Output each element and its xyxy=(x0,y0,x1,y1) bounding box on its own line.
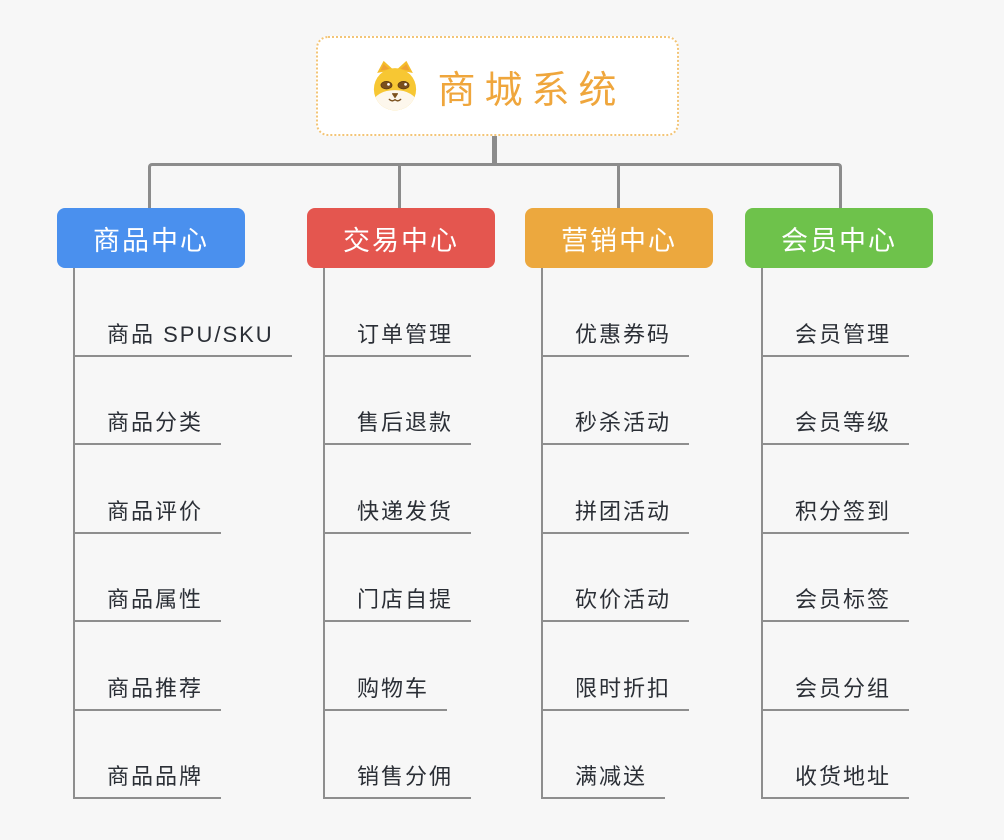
child-topic[interactable]: 会员标签 xyxy=(763,534,910,622)
root-node-title: 商城系统 xyxy=(437,69,626,112)
child-topic[interactable]: 优惠券码 xyxy=(543,268,690,357)
branch-trade-center: 交易中心 订单管理 售后退款 快递发货 门店自提 购物车 销售分佣 xyxy=(307,208,495,799)
child-topic-label: 会员分组 xyxy=(795,675,892,701)
branch-header-product-center[interactable]: 商品中心 xyxy=(57,208,245,268)
child-topic[interactable]: 商品属性 xyxy=(75,534,222,622)
child-topic[interactable]: 快递发货 xyxy=(325,445,472,534)
child-topic[interactable]: 会员管理 xyxy=(763,268,910,357)
child-topic-label: 砍价活动 xyxy=(575,587,672,612)
child-topic-label: 快递发货 xyxy=(357,498,454,524)
connector-drop xyxy=(617,166,620,208)
child-topic[interactable]: 订单管理 xyxy=(325,268,472,357)
child-topic-label: 秒杀活动 xyxy=(575,410,672,435)
child-topic[interactable]: 门店自提 xyxy=(325,534,472,622)
branch-marketing-center: 营销中心 优惠券码 秒杀活动 拼团活动 砍价活动 限时折扣 满减送 xyxy=(525,208,713,799)
child-topic[interactable]: 商品品牌 xyxy=(75,711,222,799)
branch-product-center: 商品中心 商品 SPU/SKU 商品分类 商品评价 商品属性 商品推荐 商品品牌 xyxy=(57,208,292,799)
child-topic[interactable]: 收货地址 xyxy=(763,711,910,799)
connector-drop xyxy=(398,166,401,208)
branch-header-trade-center[interactable]: 交易中心 xyxy=(307,208,495,268)
child-topic-label: 拼团活动 xyxy=(575,498,672,524)
child-topic-label: 售后退款 xyxy=(357,410,454,435)
child-topic-label: 商品分类 xyxy=(107,410,204,435)
child-topic[interactable]: 拼团活动 xyxy=(543,445,690,534)
child-topic-label: 优惠券码 xyxy=(575,321,672,347)
child-topic[interactable]: 销售分佣 xyxy=(325,711,472,799)
child-topic-label: 商品属性 xyxy=(107,587,204,612)
child-topic-label: 收货地址 xyxy=(795,764,892,789)
child-topic[interactable]: 商品 SPU/SKU xyxy=(75,268,292,357)
child-topic[interactable]: 售后退款 xyxy=(325,357,472,445)
child-topic-label: 商品 SPU/SKU xyxy=(107,321,274,347)
child-topic-label: 订单管理 xyxy=(357,321,454,347)
child-topic[interactable]: 积分签到 xyxy=(763,445,910,534)
child-topic-label: 会员管理 xyxy=(795,321,892,347)
branch-children-product-center: 商品 SPU/SKU 商品分类 商品评价 商品属性 商品推荐 商品品牌 xyxy=(73,268,292,799)
child-topic-label: 会员标签 xyxy=(795,587,892,612)
child-topic-label: 商品品牌 xyxy=(107,764,204,789)
child-topic[interactable]: 购物车 xyxy=(325,622,448,711)
branch-member-center: 会员中心 会员管理 会员等级 积分签到 会员标签 会员分组 收货地址 xyxy=(745,208,933,799)
root-node[interactable]: 商城系统 xyxy=(316,36,679,136)
child-topic[interactable]: 限时折扣 xyxy=(543,622,690,711)
shiba-dog-icon xyxy=(374,60,417,111)
connector-trunk xyxy=(492,136,497,165)
child-topic[interactable]: 会员等级 xyxy=(763,357,910,445)
child-topic-label: 商品评价 xyxy=(107,498,204,524)
child-topic[interactable]: 商品推荐 xyxy=(75,622,222,711)
child-topic[interactable]: 商品分类 xyxy=(75,357,222,445)
child-topic-label: 限时折扣 xyxy=(575,675,672,701)
branch-header-member-center[interactable]: 会员中心 xyxy=(745,208,933,268)
branch-children-marketing-center: 优惠券码 秒杀活动 拼团活动 砍价活动 限时折扣 满减送 xyxy=(541,268,713,799)
child-topic[interactable]: 会员分组 xyxy=(763,622,910,711)
connector-horizontal-rail xyxy=(148,163,842,208)
child-topic[interactable]: 砍价活动 xyxy=(543,534,690,622)
child-topic-label: 商品推荐 xyxy=(107,675,204,701)
child-topic[interactable]: 秒杀活动 xyxy=(543,357,690,445)
child-topic-label: 会员等级 xyxy=(795,410,892,435)
child-topic-label: 满减送 xyxy=(575,764,648,789)
branch-children-member-center: 会员管理 会员等级 积分签到 会员标签 会员分组 收货地址 xyxy=(761,268,933,799)
branch-header-marketing-center[interactable]: 营销中心 xyxy=(525,208,713,268)
child-topic[interactable]: 商品评价 xyxy=(75,445,222,534)
child-topic[interactable]: 满减送 xyxy=(543,711,666,799)
child-topic-label: 门店自提 xyxy=(357,587,454,612)
child-topic-label: 积分签到 xyxy=(795,498,892,524)
branch-children-trade-center: 订单管理 售后退款 快递发货 门店自提 购物车 销售分佣 xyxy=(323,268,495,799)
child-topic-label: 购物车 xyxy=(357,675,430,701)
child-topic-label: 销售分佣 xyxy=(357,764,454,789)
